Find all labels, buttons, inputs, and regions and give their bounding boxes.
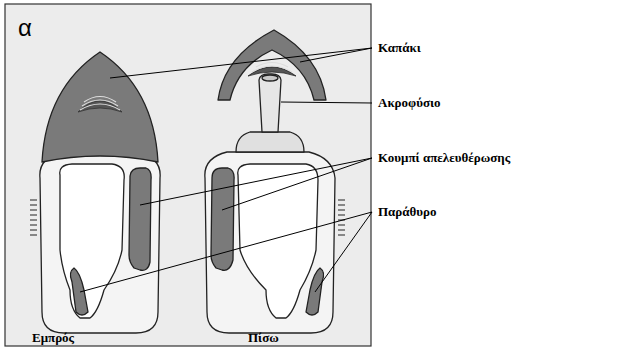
part-label: Παράθυρο: [378, 204, 437, 220]
part-label: Κουμπί απελευθέρωσης: [378, 150, 510, 166]
part-label: Ακροφύσιο: [378, 95, 441, 111]
leader-lines: [80, 48, 372, 292]
front-view: [30, 52, 160, 333]
view-label: Εμπρός: [32, 330, 74, 346]
back-view: [205, 30, 345, 333]
panel-ground: [5, 4, 371, 346]
panel-letter: α: [18, 14, 32, 42]
part-label: Καπάκι: [378, 40, 421, 56]
view-label: Πίσω: [248, 330, 279, 346]
